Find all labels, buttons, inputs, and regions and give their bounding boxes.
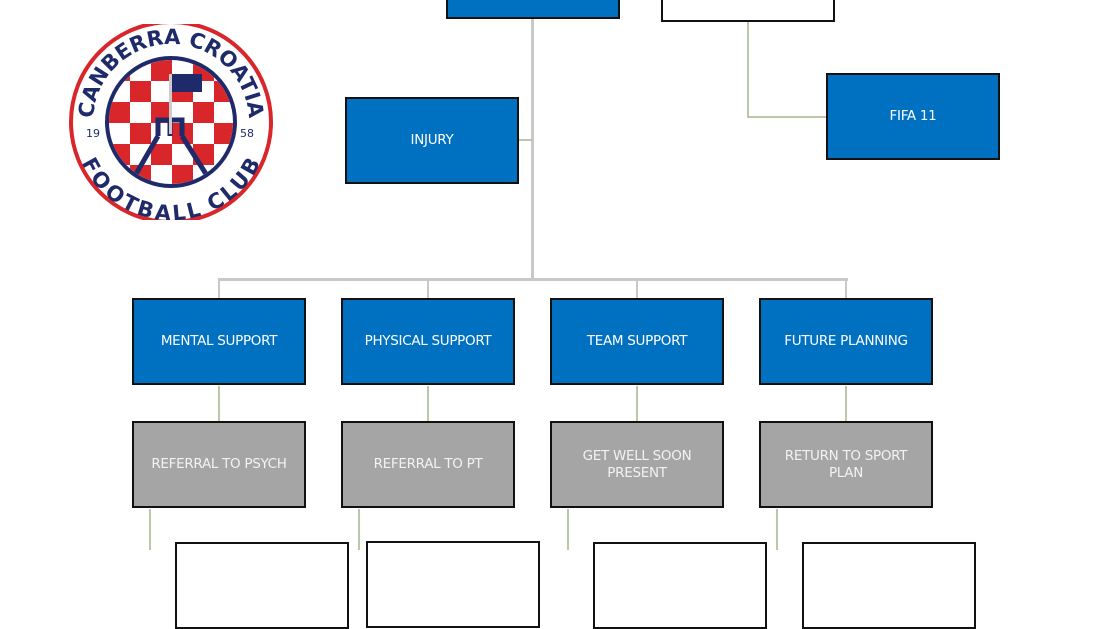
club-logo: CANBERRA CROATIA FOOTBALL CLUB 19 58 — [69, 24, 273, 220]
node-bottom-3[interactable] — [593, 542, 767, 629]
connector-drop — [636, 386, 638, 421]
node-future-planning[interactable]: FUTURE PLANNING — [759, 298, 933, 385]
node-referral-pt[interactable]: REFERRAL TO PT — [341, 421, 515, 508]
connector-fifa-horizontal — [747, 116, 827, 118]
node-mental-support[interactable]: MENTAL SUPPORT — [132, 298, 306, 385]
connector-drop — [845, 279, 847, 298]
node-top-right[interactable] — [661, 0, 835, 22]
connector-drop — [636, 279, 638, 298]
connector-fifa-vertical — [747, 20, 749, 117]
connector-drop — [567, 509, 569, 550]
node-return-to-sport[interactable]: RETURN TO SPORT PLAN — [759, 421, 933, 508]
node-bottom-4[interactable] — [802, 542, 976, 629]
node-team-support[interactable]: TEAM SUPPORT — [550, 298, 724, 385]
connector-drop — [776, 509, 778, 550]
connector-drop — [218, 279, 220, 298]
connector-injury — [519, 139, 532, 141]
connector-support-horizontal — [218, 278, 848, 281]
node-top-left[interactable] — [446, 0, 620, 19]
connector-drop — [845, 386, 847, 421]
logo-year-right: 58 — [240, 127, 254, 140]
connector-drop — [427, 279, 429, 298]
node-referral-psych[interactable]: REFERRAL TO PSYCH — [132, 421, 306, 508]
node-bottom-1[interactable] — [175, 542, 349, 629]
node-get-well-soon[interactable]: GET WELL SOON PRESENT — [550, 421, 724, 508]
connector-main-vertical — [531, 17, 534, 280]
connector-drop — [149, 509, 151, 550]
node-bottom-2[interactable] — [366, 541, 540, 628]
node-physical-support[interactable]: PHYSICAL SUPPORT — [341, 298, 515, 385]
connector-drop — [358, 509, 360, 550]
node-injury[interactable]: INJURY — [345, 97, 519, 184]
connector-drop — [427, 386, 429, 421]
logo-year-left: 19 — [86, 127, 100, 140]
connector-drop — [218, 386, 220, 421]
node-fifa[interactable]: FIFA 11 — [826, 73, 1000, 160]
